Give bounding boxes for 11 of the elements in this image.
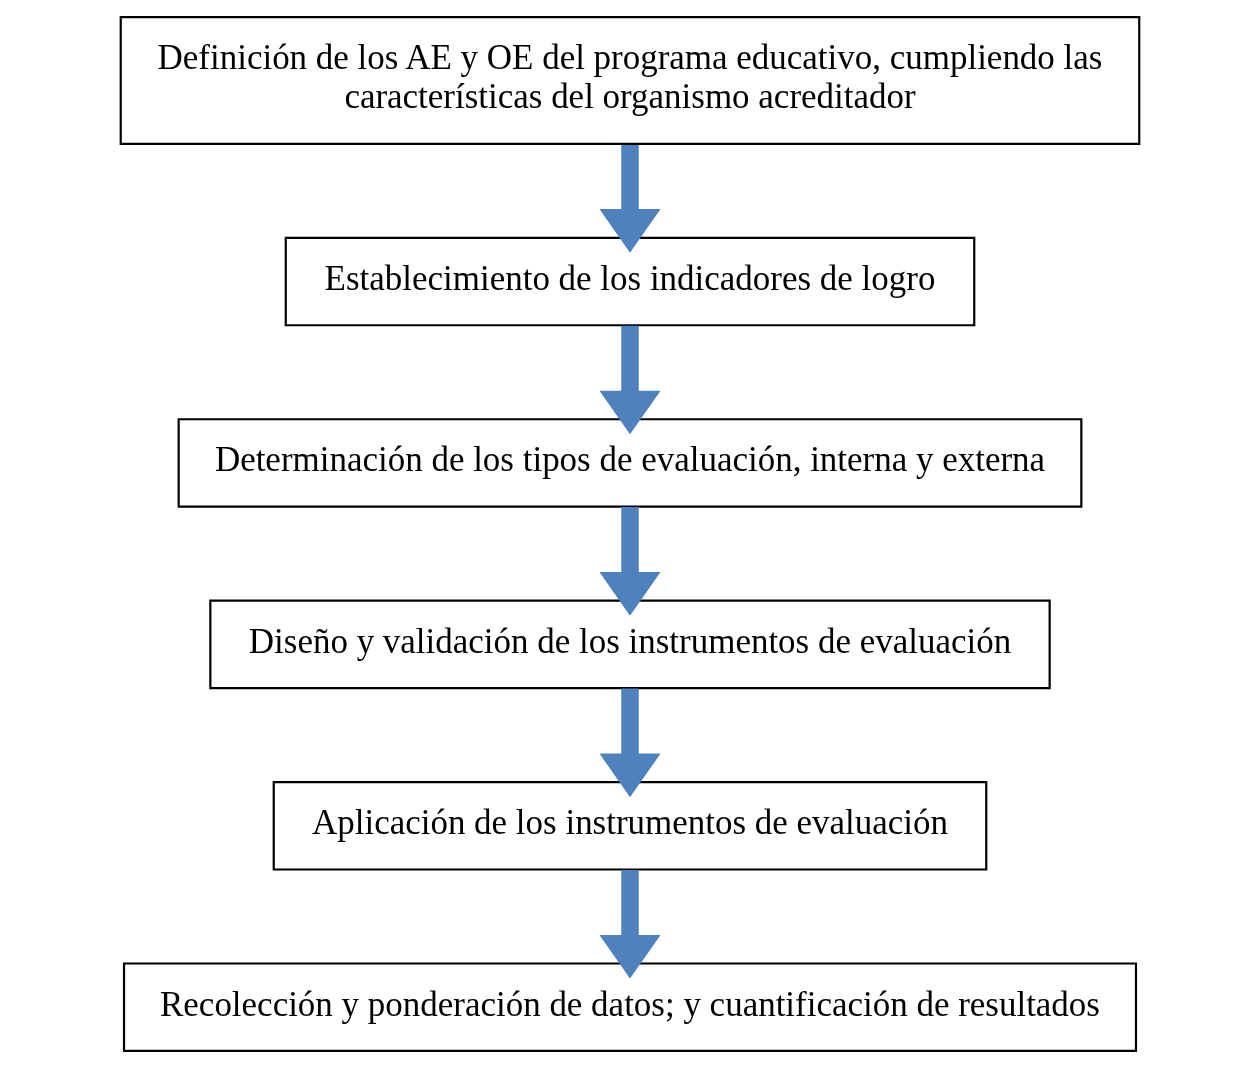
arrow — [599, 144, 661, 253]
arrow — [599, 688, 661, 798]
node-box: Diseño y validación de los instrumentos de evaluación — [209, 599, 1051, 690]
arrow — [599, 325, 661, 435]
arrow — [599, 869, 661, 979]
node-box: Definición de los AE y OE del programa educativo, cumpliendo las características del organismo acreditador — [119, 16, 1141, 145]
node-box: Recolección y ponderación de datos; y cuantificación de resultados — [122, 962, 1138, 1052]
arrow — [599, 507, 661, 616]
node-box: Establecimiento de los indicadores de logro — [284, 236, 976, 327]
node-box: Aplicación de los instrumentos de evaluación — [272, 780, 988, 871]
node-box: Determinación de los tipos de evaluación, interna y externa — [177, 418, 1083, 508]
